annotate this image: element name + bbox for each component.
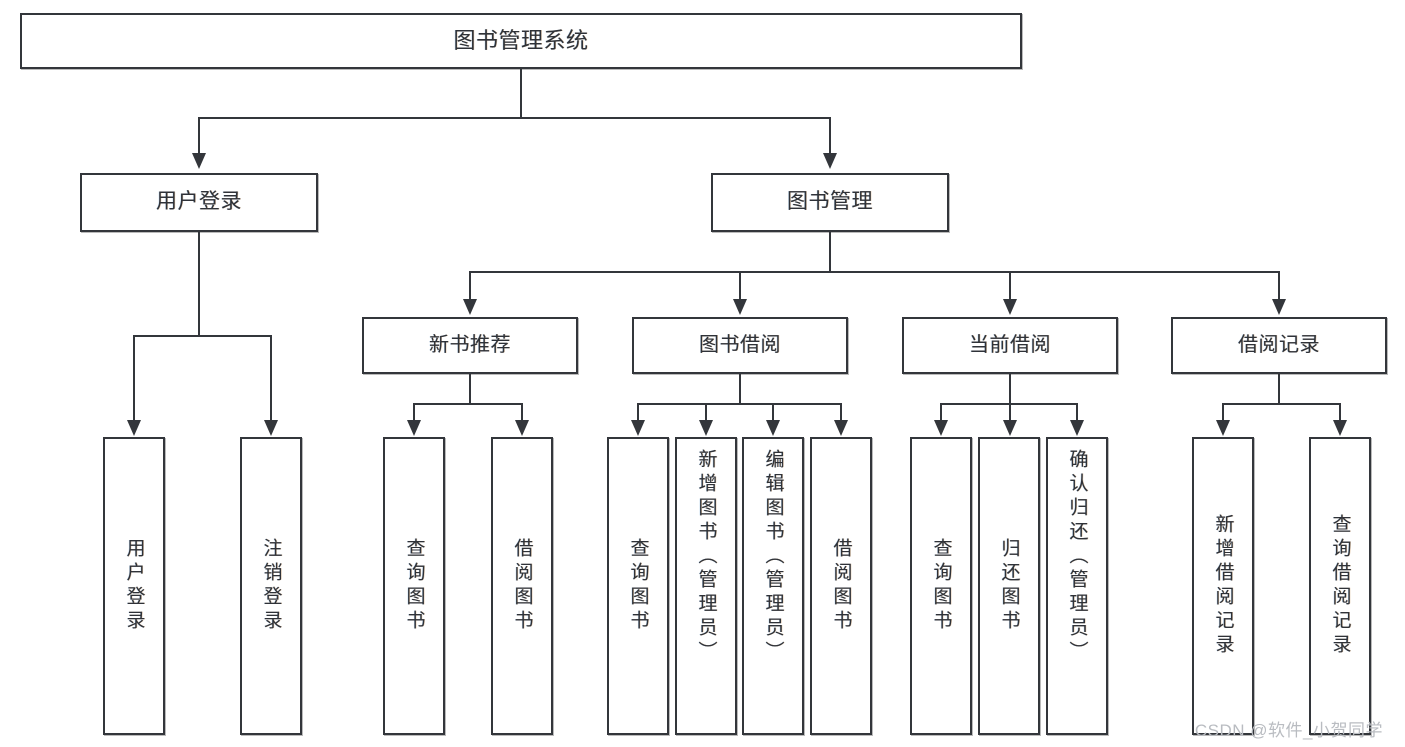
node-leaf-user-logout[interactable]: 注销登录	[240, 437, 302, 735]
node-leaf-add-record[interactable]: 新增借阅记录	[1192, 437, 1254, 735]
node-leaf-query-record-label: 查询借阅记录	[1329, 514, 1351, 658]
node-book-manage-label: 图书管理	[787, 190, 873, 214]
connector-root-bus	[198, 117, 831, 119]
arrow-root-to-user-login	[192, 153, 206, 169]
connector-borrow-record-to-leaf-1	[1222, 403, 1224, 420]
connector-borrow-record-bus	[1222, 403, 1341, 405]
arrow-user-login-to-leaf-2	[264, 420, 278, 436]
node-leaf-query-book-2-label: 查询图书	[627, 538, 649, 634]
connector-current-borrow-to-leaf-2	[1009, 403, 1011, 420]
connector-user-login-to-leaf-2	[270, 335, 272, 420]
node-root[interactable]: 图书管理系统	[20, 13, 1022, 69]
node-leaf-edit-book[interactable]: 编辑图书（管理员）	[742, 437, 804, 735]
node-new-book-recommend[interactable]: 新书推荐	[362, 317, 578, 374]
connector-book-manage-to-current-borrow	[1009, 271, 1011, 299]
arrow-borrow-record-to-leaf-1	[1216, 420, 1230, 436]
node-user-login-label: 用户登录	[156, 190, 242, 214]
connector-user-login-to-leaf-1	[133, 335, 135, 420]
arrow-book-manage-to-book-borrow	[733, 299, 747, 315]
arrow-new-book-to-leaf-1	[407, 420, 421, 436]
node-leaf-return-book[interactable]: 归还图书	[978, 437, 1040, 735]
connector-new-book-bus	[413, 403, 523, 405]
node-leaf-borrow-book-1[interactable]: 借阅图书	[491, 437, 553, 735]
node-leaf-borrow-book-2-label: 借阅图书	[830, 538, 852, 634]
connector-book-manage-bus	[469, 271, 1280, 273]
node-borrow-record[interactable]: 借阅记录	[1171, 317, 1387, 374]
arrow-book-borrow-to-leaf-1	[631, 420, 645, 436]
arrow-book-manage-to-current-borrow	[1003, 299, 1017, 315]
arrow-book-manage-to-borrow-record	[1272, 299, 1286, 315]
node-leaf-query-book-2[interactable]: 查询图书	[607, 437, 669, 735]
node-leaf-user-login-label: 用户登录	[123, 538, 145, 634]
connector-book-borrow-to-leaf-2	[705, 403, 707, 420]
node-leaf-add-book[interactable]: 新增图书（管理员）	[675, 437, 737, 735]
node-book-manage[interactable]: 图书管理	[711, 173, 949, 232]
connector-book-manage-to-new-book	[469, 271, 471, 299]
connector-root-stem	[520, 69, 522, 117]
node-leaf-confirm-return-label: 确认归还（管理员）	[1066, 449, 1088, 665]
connector-root-to-book-manage	[829, 117, 831, 153]
connector-root-to-user-login	[198, 117, 200, 153]
connector-book-borrow-stem	[739, 374, 741, 405]
arrow-book-borrow-to-leaf-4	[834, 420, 848, 436]
arrow-user-login-to-leaf-1	[127, 420, 141, 436]
node-leaf-borrow-book-1-label: 借阅图书	[511, 538, 533, 634]
arrow-book-borrow-to-leaf-3	[766, 420, 780, 436]
connector-new-book-to-leaf-2	[521, 403, 523, 420]
node-leaf-query-book-3[interactable]: 查询图书	[910, 437, 972, 735]
node-book-borrow[interactable]: 图书借阅	[632, 317, 848, 374]
arrow-borrow-record-to-leaf-2	[1333, 420, 1347, 436]
node-leaf-return-book-label: 归还图书	[998, 538, 1020, 634]
node-leaf-add-book-label: 新增图书（管理员）	[695, 449, 717, 665]
node-book-borrow-label: 图书借阅	[699, 334, 781, 356]
node-leaf-borrow-book-2[interactable]: 借阅图书	[810, 437, 872, 735]
connector-borrow-record-stem	[1278, 374, 1280, 405]
arrow-current-borrow-to-leaf-1	[934, 420, 948, 436]
connector-book-manage-stem	[829, 232, 831, 273]
connector-book-manage-to-borrow-record	[1278, 271, 1280, 299]
node-leaf-user-logout-label: 注销登录	[260, 538, 282, 634]
node-leaf-query-book-1-label: 查询图书	[403, 538, 425, 634]
node-leaf-edit-book-label: 编辑图书（管理员）	[762, 449, 784, 665]
connector-book-borrow-bus	[637, 403, 842, 405]
node-leaf-user-login[interactable]: 用户登录	[103, 437, 165, 735]
arrow-root-to-book-manage	[823, 153, 837, 169]
watermark-text: CSDN @软件_小贺同学	[1194, 721, 1383, 740]
arrow-current-borrow-to-leaf-2	[1003, 420, 1017, 436]
connector-current-borrow-to-leaf-1	[940, 403, 942, 420]
node-current-borrow[interactable]: 当前借阅	[902, 317, 1118, 374]
connector-new-book-to-leaf-1	[413, 403, 415, 420]
connector-current-borrow-stem	[1009, 374, 1011, 405]
node-leaf-add-record-label: 新增借阅记录	[1212, 514, 1234, 658]
arrow-book-borrow-to-leaf-2	[699, 420, 713, 436]
connector-current-borrow-to-leaf-3	[1076, 403, 1078, 420]
connector-book-borrow-to-leaf-3	[772, 403, 774, 420]
connector-book-borrow-to-leaf-1	[637, 403, 639, 420]
connector-borrow-record-to-leaf-2	[1339, 403, 1341, 420]
node-leaf-query-book-3-label: 查询图书	[930, 538, 952, 634]
arrow-new-book-to-leaf-2	[515, 420, 529, 436]
node-leaf-confirm-return[interactable]: 确认归还（管理员）	[1046, 437, 1108, 735]
arrow-current-borrow-to-leaf-3	[1070, 420, 1084, 436]
connector-book-borrow-to-leaf-4	[840, 403, 842, 420]
node-root-label: 图书管理系统	[453, 28, 589, 54]
connector-book-manage-to-book-borrow	[739, 271, 741, 299]
connector-new-book-stem	[469, 374, 471, 405]
node-leaf-query-record[interactable]: 查询借阅记录	[1309, 437, 1371, 735]
node-user-login[interactable]: 用户登录	[80, 173, 318, 232]
node-borrow-record-label: 借阅记录	[1238, 334, 1320, 356]
node-current-borrow-label: 当前借阅	[969, 334, 1051, 356]
node-leaf-query-book-1[interactable]: 查询图书	[383, 437, 445, 735]
connector-user-login-bus	[133, 335, 271, 337]
node-new-book-recommend-label: 新书推荐	[429, 334, 511, 356]
arrow-book-manage-to-new-book	[463, 299, 477, 315]
connector-user-login-stem	[198, 232, 200, 336]
